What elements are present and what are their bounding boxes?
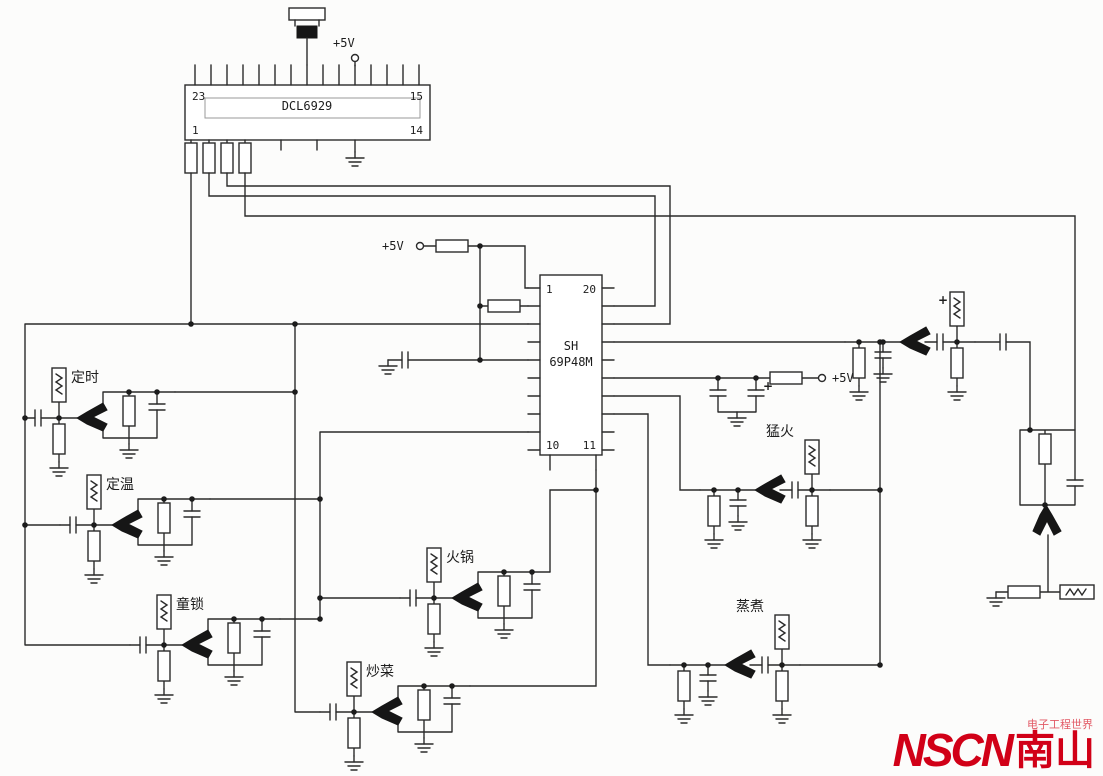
resistor [1007, 585, 1041, 599]
net-dcl-row3 [226, 172, 671, 325]
key-label-stir-fry: 炒菜 [366, 664, 394, 680]
key-label-hotpot: 火锅 [446, 550, 474, 566]
logo-brand-cn: 南山 [1015, 728, 1095, 774]
dcl6929-bottom-pins [190, 139, 356, 153]
resistor [769, 371, 803, 385]
resistor [435, 239, 469, 253]
dcl6929-inner-band [204, 97, 421, 119]
key-circuit-aux-top-right [845, 292, 975, 400]
sh69p48m-right-pins [601, 287, 615, 451]
key-label-steam: 蒸煮 [736, 599, 764, 615]
sh69p48m-bottom-pins [549, 454, 597, 471]
ground-icon [727, 411, 747, 427]
key-label-child-lock: 童锁 [176, 596, 204, 613]
key-circuit-hotpot: 火锅 [400, 548, 550, 656]
sh-label-line1: SH [564, 339, 578, 353]
vcc-top-circle [350, 53, 360, 63]
key-circuit-child-lock: 童锁 [130, 595, 280, 703]
transistor-icon [1032, 504, 1062, 536]
resistor [220, 142, 234, 174]
key-subcircuit [400, 548, 550, 656]
logo: 电子工程世界 NSCN 南山 [893, 718, 1095, 776]
ground-icon [345, 151, 365, 167]
resonator-assembly [288, 7, 326, 66]
capacitor [709, 389, 727, 397]
net-dcl-row2 [208, 172, 656, 307]
key-subcircuit [700, 440, 830, 548]
electrolytic-plus-mark: + [763, 379, 773, 393]
vcc-mid-terminal: +5V [382, 239, 425, 253]
logo-watermark: 电子工程世界 [1027, 718, 1093, 731]
sh-pin-20: 20 [583, 283, 596, 296]
resistor [202, 142, 216, 174]
resistor [184, 142, 198, 174]
key-subcircuit [845, 292, 975, 400]
key-subcircuit [320, 662, 470, 770]
dcl6929-label: DCL6929 [282, 99, 333, 113]
net-vcc-feed [423, 245, 529, 361]
key-circuit-high-heat: 猛火 [700, 424, 830, 548]
capacitor [1066, 479, 1084, 487]
net-right-routes [613, 341, 881, 666]
dcl6929-body [184, 84, 431, 141]
net-dcl-row4 [244, 172, 1076, 431]
resistor [1038, 433, 1052, 465]
sh-pin-10: 10 [546, 439, 559, 452]
key-label-high-heat: 猛火 [766, 424, 794, 440]
key-subcircuit [130, 595, 280, 703]
resistor [487, 299, 521, 313]
ic-sh69p48m: 1 20 10 11 SH 69P48M [527, 274, 615, 471]
far-right-driver-cluster [986, 433, 1095, 607]
key-circuit-steam: 蒸煮 [670, 599, 800, 723]
sh-pin-11: 11 [583, 439, 596, 452]
dcl6929-pin-1: 1 [192, 124, 199, 137]
vcc-mid-label: +5V [382, 239, 404, 253]
ic-dcl6929: 23 15 1 14 DCL6929 [184, 64, 431, 153]
vcc-top-terminal: +5V [333, 36, 360, 67]
vcc-mid-circle [415, 241, 425, 251]
dcl6929-pin-15: 15 [410, 90, 423, 103]
vcc-right-label: +5V [832, 371, 854, 385]
ground-icon [986, 591, 1006, 607]
ground-icon [378, 359, 398, 375]
capacitor [999, 333, 1007, 351]
dcl6929-top-pins [194, 64, 420, 86]
key-subcircuit [25, 368, 175, 476]
key-circuit-temp-set: 定温 [60, 475, 210, 583]
sh69p48m-left-pins [527, 287, 541, 451]
resonator-leads [294, 19, 320, 66]
resonator-shield [288, 7, 326, 21]
electrolytic-plus-mark: + [938, 293, 948, 307]
net-sh-bottom-routes [469, 469, 597, 687]
key-label-timing: 定时 [71, 370, 99, 386]
sh-label-line2: 69P48M [549, 355, 592, 369]
key-label-temp-set: 定温 [106, 477, 134, 493]
key-circuit-stir-fry: 炒菜 [320, 662, 470, 770]
logo-brand-text: NSCN [892, 724, 1014, 776]
vcc-right-circle [817, 373, 827, 383]
net-right-cell-out [974, 341, 1031, 431]
resistor [238, 142, 252, 174]
key-circuit-timing: 定时 [25, 368, 175, 476]
capacitor [401, 351, 409, 369]
net-far-right-cluster [995, 429, 1076, 593]
dcl6929-pin-23: 23 [192, 90, 205, 103]
touch-sensor-icon [1059, 584, 1095, 600]
sh-pin-1: 1 [546, 283, 553, 296]
electrolytic-capacitor [747, 389, 765, 397]
dcl6929-pin-14: 14 [410, 124, 424, 137]
net-left-bus [24, 172, 529, 713]
resonator-icon [296, 25, 318, 39]
vcc-right-terminal: +5V [817, 371, 854, 385]
key-subcircuit [670, 615, 800, 723]
sh69p48m-body [539, 274, 603, 456]
vcc-top-label: +5V [333, 36, 355, 50]
net-mid-right-cluster [717, 377, 757, 413]
junction-dots [22, 243, 1048, 668]
key-subcircuit [60, 475, 210, 583]
